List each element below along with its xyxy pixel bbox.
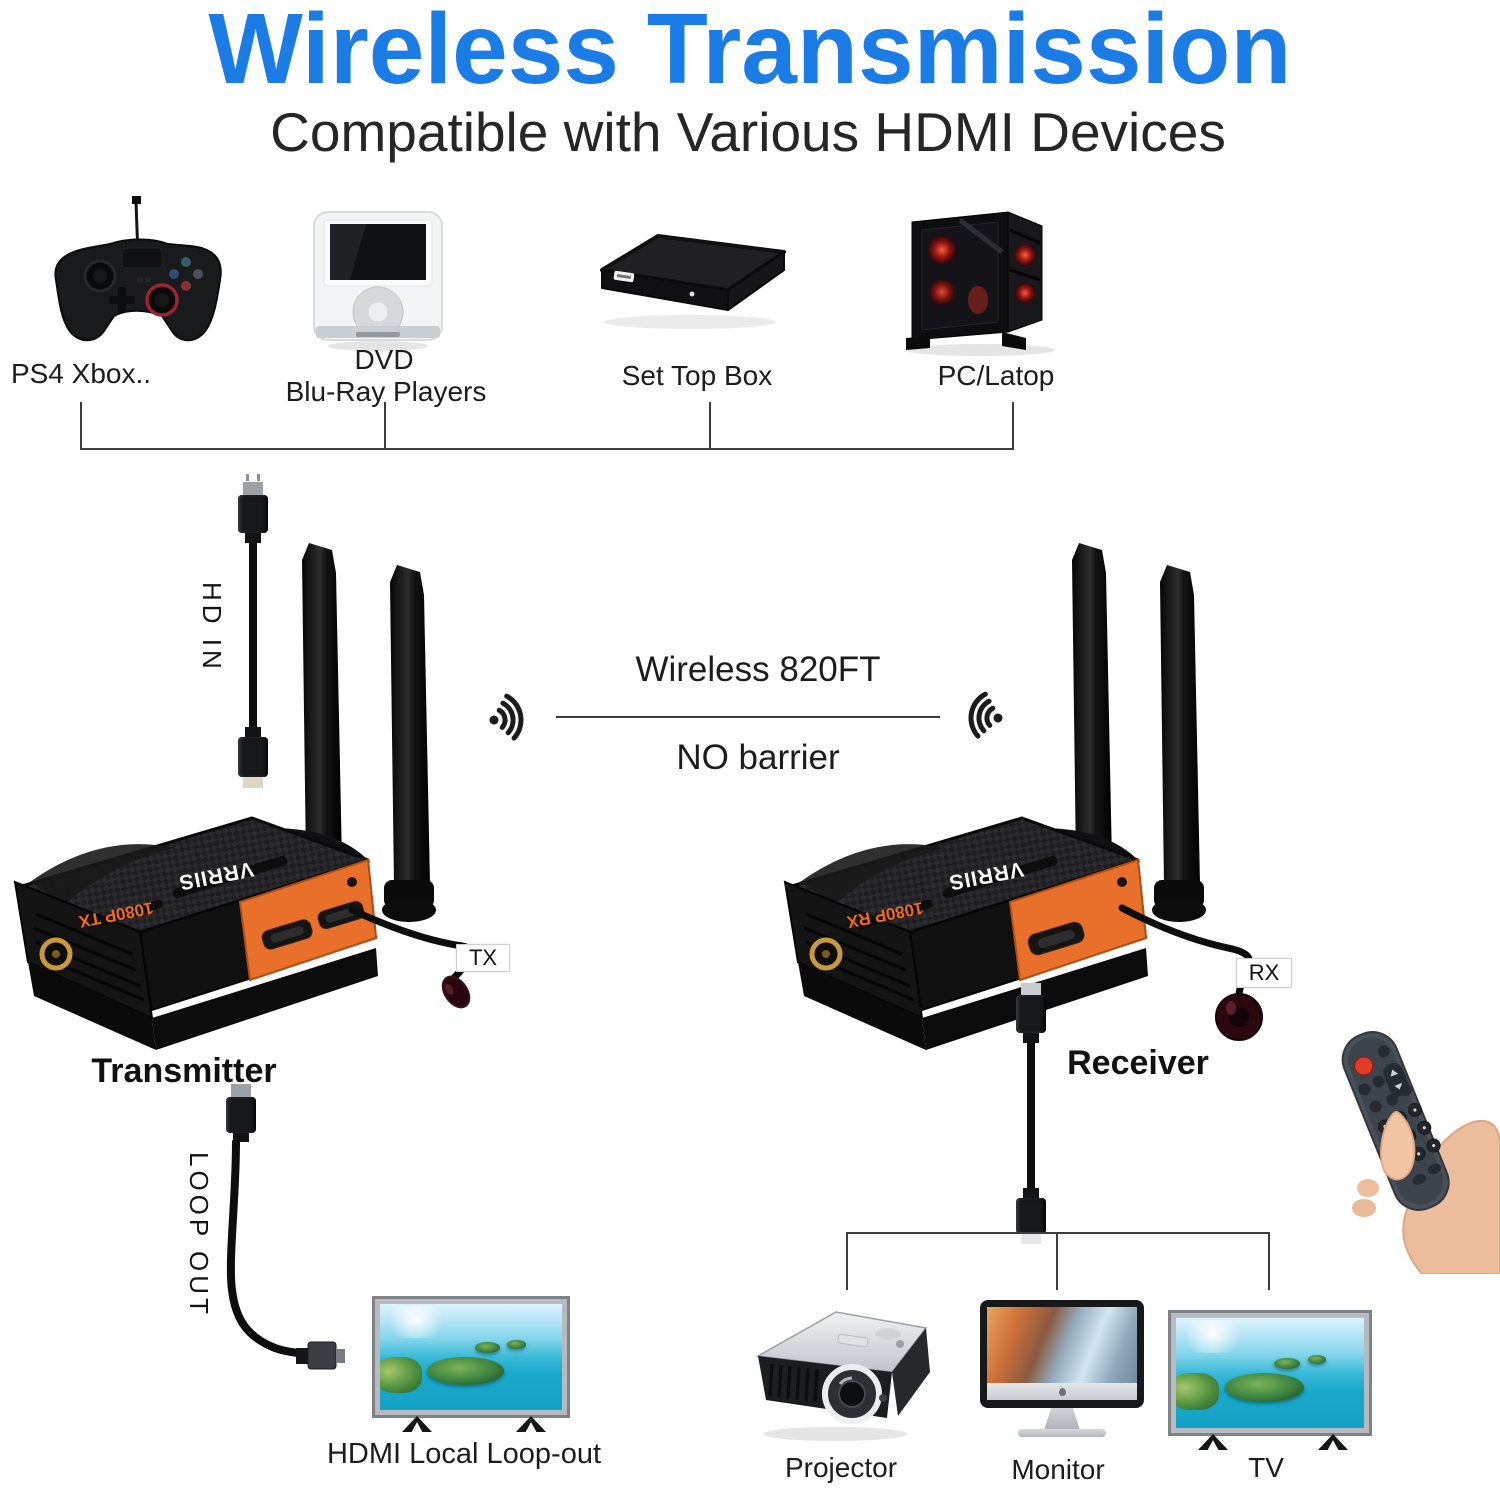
projector-icon — [755, 1311, 930, 1441]
bracket-line — [1056, 1232, 1058, 1290]
bracket-line — [1268, 1232, 1270, 1290]
bracket-line — [846, 1232, 848, 1290]
bracket-line — [709, 402, 711, 450]
remote-power-button — [1354, 1056, 1374, 1076]
bracket-line — [80, 448, 1014, 450]
output-label-tv: TV — [1248, 1452, 1284, 1483]
bracket-line — [384, 402, 386, 450]
ir-jack — [347, 877, 357, 887]
tv-leg — [402, 1416, 432, 1432]
power-led — [689, 291, 695, 297]
io-panel — [238, 858, 378, 982]
tx-tag: TX — [456, 944, 510, 972]
apple-logo — [1058, 1387, 1066, 1396]
source-label-dvd-line1: DVD — [354, 344, 414, 375]
ir-emitter — [441, 975, 471, 1009]
page-subtitle: Compatible with Various HDMI Devices — [270, 101, 1226, 163]
monitor-screen — [987, 1307, 1137, 1383]
loop-out-cable — [226, 1140, 345, 1370]
bracket-line — [1012, 402, 1014, 450]
hdmi-cable-receiver-out — [1008, 983, 1054, 1245]
antenna — [302, 543, 342, 864]
wireless-distance-label: Wireless 820FT — [635, 650, 881, 689]
wireless-link-line — [556, 716, 940, 718]
thumb — [1380, 1110, 1416, 1181]
hd-in-label: HD IN — [197, 582, 227, 673]
source-label-game-console: PS4 Xbox.. — [10, 358, 152, 389]
receiver-label: Receiver — [1067, 1044, 1209, 1082]
ir-jack — [1117, 877, 1127, 887]
hdmi-connector-loop-out — [218, 1084, 264, 1148]
antenna — [1160, 565, 1200, 886]
dvd-player-icon — [313, 211, 443, 351]
loop-out-display-label: HDMI Local Loop-out — [326, 1438, 602, 1470]
set-top-box-icon — [600, 234, 786, 329]
output-tv-image — [1168, 1310, 1372, 1436]
output-label-projector: Projector — [784, 1452, 898, 1483]
loop-out-tv-image — [372, 1296, 570, 1418]
tv-leg — [1198, 1434, 1228, 1450]
source-label-dvd-line2: Blu-Ray Players — [285, 376, 487, 407]
antenna — [1072, 543, 1112, 864]
game-controller-icon — [54, 196, 222, 342]
tv-screen — [1176, 1318, 1364, 1428]
transmitter-label: Transmitter — [91, 1052, 277, 1090]
loop-out-label: LOOP OUT — [184, 1152, 214, 1318]
wifi-signal-icon — [489, 693, 524, 741]
wifi-signal-icon — [968, 691, 1003, 739]
tv-leg — [1318, 1434, 1348, 1450]
hdmi-cable-hd-in — [230, 474, 276, 788]
tv-screen — [380, 1304, 562, 1410]
source-label-pc: PC/Latop — [937, 360, 1055, 391]
transmitter-device-image: VRRIIS 1080P TX — [13, 543, 436, 1050]
bracket-line — [80, 402, 82, 450]
bracket-line — [846, 1232, 1270, 1234]
monitor-icon — [980, 1300, 1144, 1440]
rx-tag: RX — [1236, 958, 1292, 988]
tv-leg — [516, 1416, 546, 1432]
source-label-set-top-box: Set Top Box — [621, 360, 773, 391]
no-barrier-label: NO barrier — [676, 738, 840, 777]
page-title: Wireless Transmission — [208, 0, 1292, 105]
hand-with-remote-image — [1341, 1031, 1500, 1274]
pc-tower-icon — [905, 211, 1055, 356]
output-label-monitor: Monitor — [1011, 1454, 1105, 1485]
antenna — [390, 565, 430, 886]
